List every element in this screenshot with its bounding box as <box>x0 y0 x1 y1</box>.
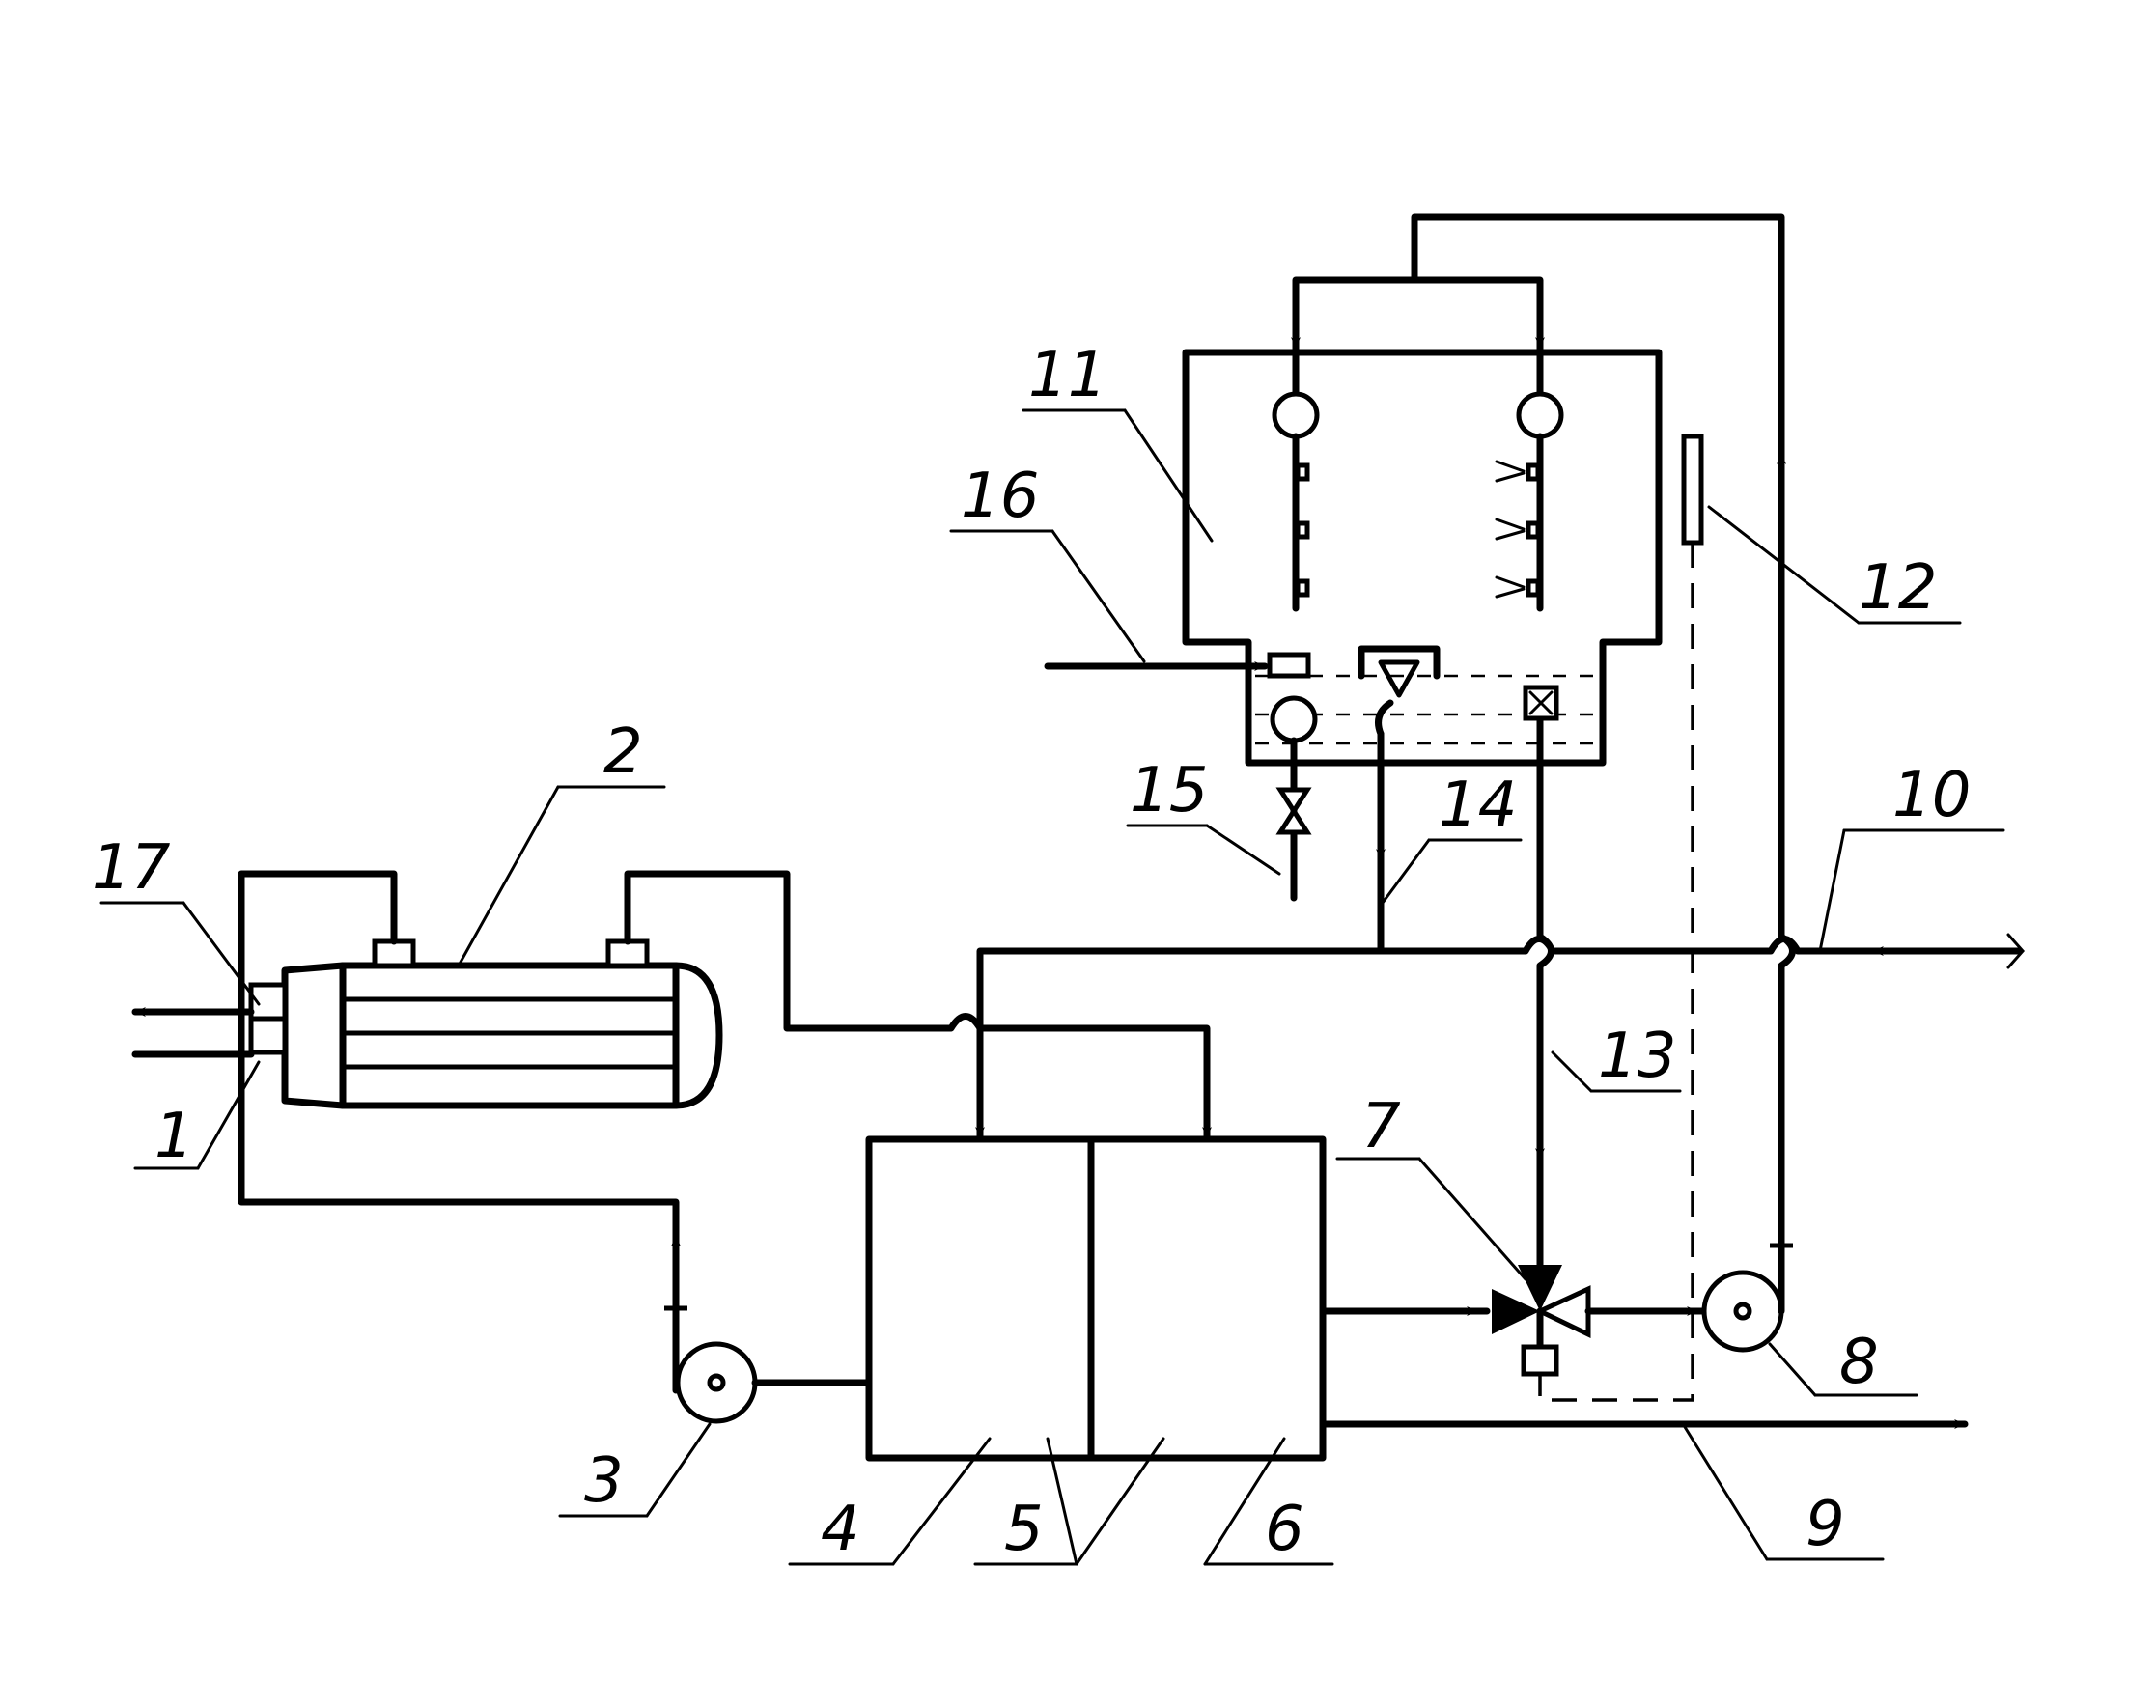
label-9: 9 <box>1806 1489 1845 1560</box>
riser-pipe <box>1292 213 1796 1315</box>
label-12: 12 <box>1859 552 1937 624</box>
label-10: 10 <box>1892 760 1971 831</box>
control-signal-line <box>1538 543 1694 1402</box>
label-8: 8 <box>1839 1327 1879 1398</box>
label-2: 2 <box>603 716 643 788</box>
label-14: 14 <box>1439 770 1517 841</box>
cooling-tower-11 <box>1182 349 1663 767</box>
label-17: 17 <box>92 832 171 904</box>
heat-exchanger <box>248 938 723 1109</box>
label-11: 11 <box>1028 340 1106 411</box>
label-3: 3 <box>584 1445 624 1517</box>
pump-3 <box>675 1341 873 1424</box>
label-16: 16 <box>961 461 1039 532</box>
label-15: 15 <box>1130 755 1208 826</box>
label-1: 1 <box>154 1101 194 1172</box>
three-way-valve-7 <box>1492 1265 1708 1377</box>
leader-lines <box>99 408 2005 1566</box>
label-6: 6 <box>1265 1494 1304 1565</box>
tank <box>865 1135 1327 1462</box>
label-7: 7 <box>1361 1091 1401 1162</box>
label-4: 4 <box>821 1494 860 1565</box>
return-line-13 <box>1536 711 1554 1269</box>
pump-8 <box>1701 1270 1784 1353</box>
thermometer-12 <box>1681 434 1704 546</box>
drain-valve-15 <box>1275 737 1312 902</box>
main-line-10 <box>976 936 2022 1134</box>
label-5: 5 <box>1004 1494 1044 1565</box>
label-13: 13 <box>1598 1021 1676 1092</box>
